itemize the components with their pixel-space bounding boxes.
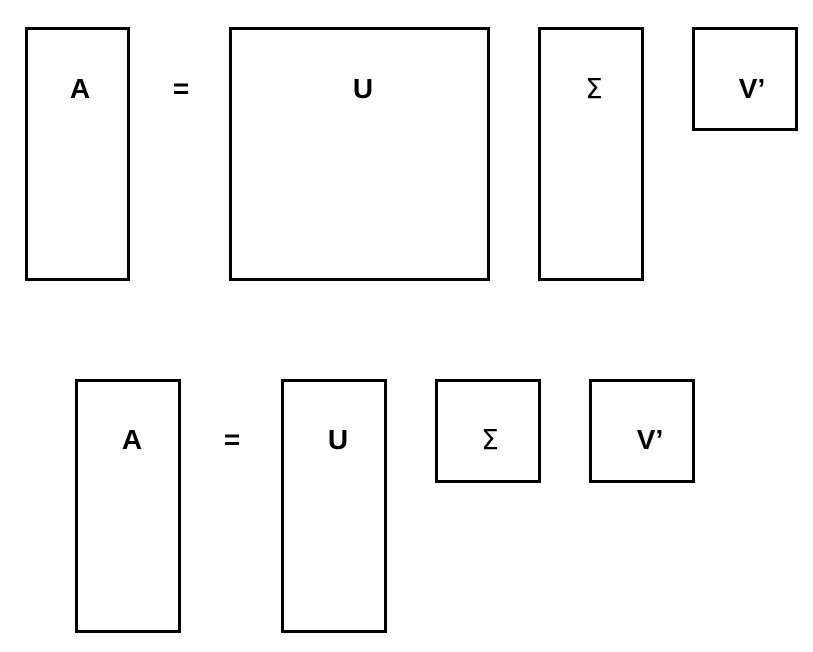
full-equals-sign: = <box>172 73 190 104</box>
full-matrix-v-label: V’ <box>738 73 766 104</box>
economy-matrix-sigma-label: Σ <box>481 423 499 456</box>
economy-matrix-u-box <box>281 379 387 633</box>
full-matrix-a-box <box>25 27 130 281</box>
economy-matrix-sigma-box <box>435 379 541 483</box>
economy-matrix-v-box <box>589 379 695 483</box>
full-matrix-sigma-label: Σ <box>585 72 603 105</box>
economy-matrix-u-label: U <box>327 424 349 455</box>
economy-matrix-a-label: A <box>121 424 143 455</box>
full-matrix-sigma-box <box>538 27 644 281</box>
full-matrix-v-box <box>692 27 798 131</box>
economy-equals-sign: = <box>223 424 241 455</box>
full-matrix-u-box <box>229 27 490 281</box>
full-matrix-a-label: A <box>69 73 91 104</box>
economy-matrix-a-box <box>75 379 181 633</box>
economy-matrix-v-label: V’ <box>636 424 664 455</box>
full-matrix-u-label: U <box>352 73 374 104</box>
